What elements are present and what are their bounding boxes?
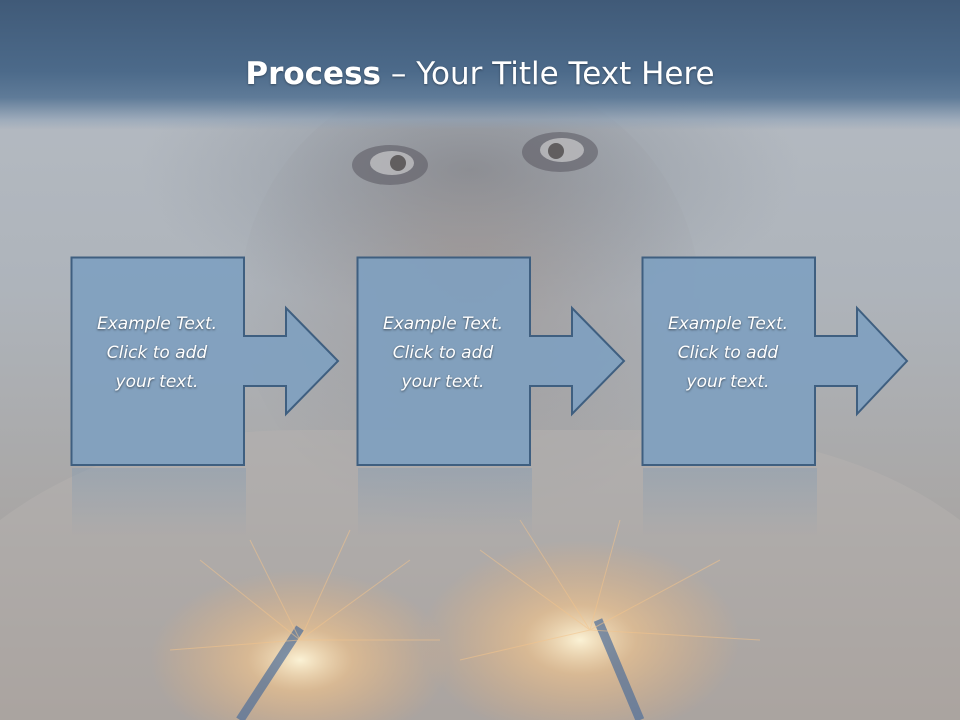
process-step-2[interactable]: Example Text. Click to add your text. xyxy=(356,256,626,466)
step-1-line-1: Example Text. xyxy=(96,314,218,334)
step-3-line-3: your text. xyxy=(686,372,770,392)
process-step-3[interactable]: Example Text. Click to add your text. xyxy=(641,256,909,466)
step-2-text[interactable]: Example Text. Click to add your text. xyxy=(360,310,526,397)
step-2-line-2: Click to add xyxy=(392,343,494,363)
step-1-line-2: Click to add xyxy=(106,343,208,363)
step-3-line-1: Example Text. xyxy=(667,314,789,334)
arrow-box-shape xyxy=(641,256,909,466)
header-bar xyxy=(0,0,960,130)
process-step-1[interactable]: Example Text. Click to add your text. xyxy=(70,256,340,466)
arrow-box-shape xyxy=(356,256,626,466)
step-2-reflection xyxy=(358,468,532,538)
step-2-line-3: your text. xyxy=(401,372,485,392)
title-rest: – Your Title Text Here xyxy=(381,56,715,92)
step-3-reflection xyxy=(643,468,817,538)
step-3-line-2: Click to add xyxy=(677,343,779,363)
step-1-text[interactable]: Example Text. Click to add your text. xyxy=(74,310,240,397)
step-1-line-3: your text. xyxy=(115,372,199,392)
arrow-box-shape xyxy=(70,256,340,466)
step-1-reflection xyxy=(72,468,246,538)
step-3-text[interactable]: Example Text. Click to add your text. xyxy=(645,310,811,397)
step-2-line-1: Example Text. xyxy=(382,314,504,334)
title-bold: Process xyxy=(245,56,381,92)
slide-title[interactable]: Process – Your Title Text Here xyxy=(0,52,960,96)
